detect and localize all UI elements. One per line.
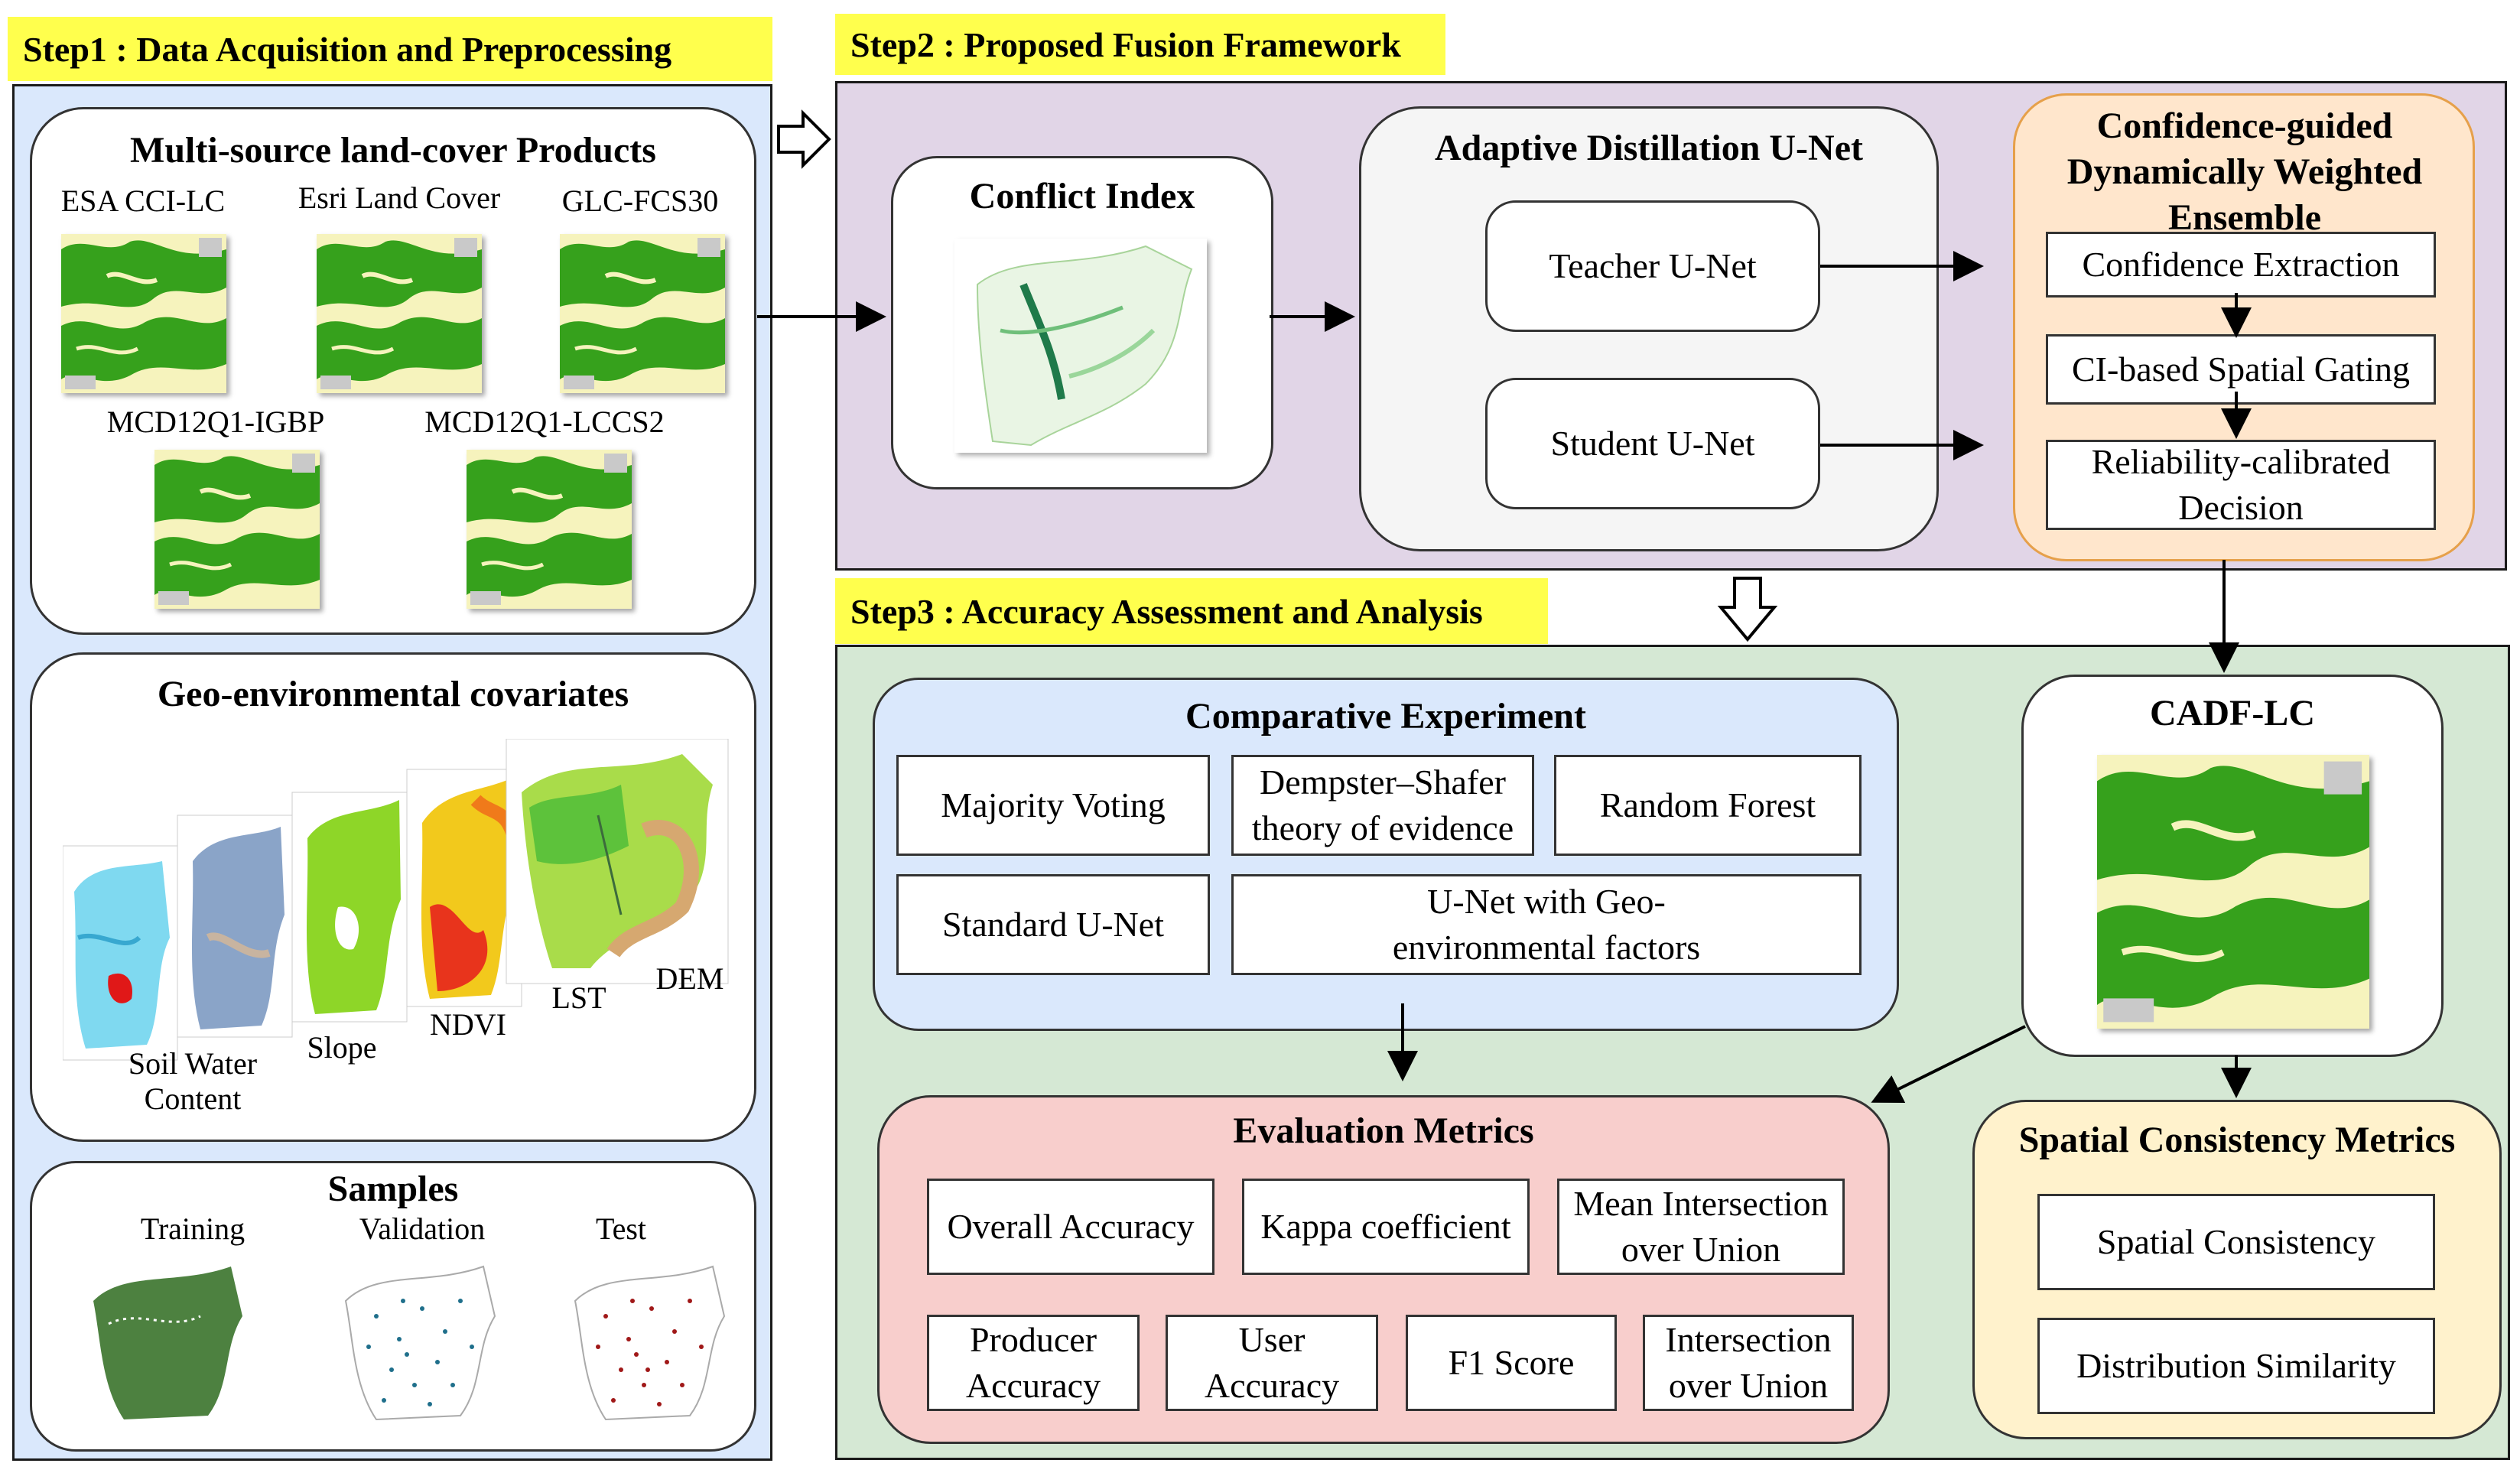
step2-panel: Conflict Index Adaptive Distillation U-N… [835,81,2507,571]
spatial-card: Spatial Consistency Metrics Spatial Cons… [1972,1100,2502,1439]
spatial-title: Spatial Consistency Metrics [2018,1120,2456,1160]
products-title: Multi-source land-cover Products [130,130,656,171]
conflict-index-map [954,239,1207,453]
cadf-lc-map [2097,755,2369,1029]
teacher-unet-box: Teacher U-Net [1485,200,1820,332]
ensemble-title: Confidence-guided Dynamically Weighted E… [2066,106,2423,238]
product-label: GLC-FCS30 [561,184,719,218]
training-sample-map [78,1255,254,1431]
cadf-lc-title: CADF-LC [2150,693,2315,733]
step3-label: Step3 : Accuracy Assessment and Analysis [835,578,1548,644]
reliability-decision-box: Reliability-calibrated Decision [2046,440,2436,530]
esa-map-thumbnail [61,234,226,393]
evaluation-card: Evaluation Metrics Overall Accuracy Kapp… [877,1095,1890,1444]
validation-sample-map [330,1255,506,1431]
sample-label-training: Training [140,1211,245,1246]
method-standard-unet: Standard U-Net [896,874,1210,975]
sample-label-test: Test [595,1211,647,1246]
lccs2-map-thumbnail [467,450,632,609]
comparative-card: Comparative Experiment Majority Voting D… [873,678,1899,1031]
covariate-layers-graphic [63,739,729,1061]
covariates-card: Geo-environmental covariates [30,652,756,1142]
product-label: MCD12Q1-LCCS2 [424,405,665,439]
method-majority-voting: Majority Voting [896,755,1210,856]
esri-map-thumbnail [317,234,482,393]
product-label: ESA CCI-LC [60,184,226,218]
method-dempster-shafer: Dempster–Shafer theory of evidence [1231,755,1534,856]
step1-label: Step1 : Data Acquisition and Preprocessi… [8,17,772,81]
covariate-label-dem: DEM [655,961,724,996]
covariate-label-ndvi: NDVI [430,1007,506,1042]
metric-kappa: Kappa coefficient [1242,1179,1530,1275]
metric-producer-accuracy: Producer Accuracy [927,1315,1140,1411]
comparative-title: Comparative Experiment [1185,696,1586,736]
sample-label-validation: Validation [359,1211,486,1246]
method-random-forest: Random Forest [1554,755,1862,856]
metric-user-accuracy: User Accuracy [1166,1315,1378,1411]
metric-f1-score: F1 Score [1406,1315,1617,1411]
adun-title: Adaptive Distillation U-Net [1435,128,1863,168]
test-sample-map [560,1255,736,1431]
step1-panel: Multi-source land-cover Products ESA CCI… [12,84,772,1461]
covariate-label-slope: Slope [307,1030,377,1065]
metric-iou: Intersection over Union [1643,1315,1854,1411]
products-card: Multi-source land-cover Products ESA CCI… [30,107,756,635]
metric-miou: Mean Intersection over Union [1557,1179,1845,1275]
covariate-label-lst: LST [551,980,606,1015]
conflict-index-title: Conflict Index [969,176,1195,216]
product-label: Esri Land Cover [298,180,501,215]
metric-distribution-similarity: Distribution Similarity [2037,1318,2435,1414]
evaluation-title: Evaluation Metrics [1233,1110,1534,1151]
ensemble-card: Confidence-guided Dynamically Weighted E… [2013,93,2475,561]
step3-panel: Comparative Experiment Majority Voting D… [835,645,2510,1460]
metric-spatial-consistency: Spatial Consistency [2037,1194,2435,1290]
covariate-label-soil: Soil Water Content [128,1046,258,1116]
conflict-index-card: Conflict Index [891,156,1273,489]
metric-overall-accuracy: Overall Accuracy [927,1179,1214,1275]
step2-label: Step2 : Proposed Fusion Framework [835,14,1445,75]
spatial-gating-box: CI-based Spatial Gating [2046,334,2436,405]
cadf-lc-card: CADF-LC [2021,675,2444,1057]
samples-card: Samples Training Validation Test [30,1161,756,1452]
covariates-title: Geo-environmental covariates [157,674,629,714]
student-unet-box: Student U-Net [1485,378,1820,509]
adun-card: Adaptive Distillation U-Net Teacher U-Ne… [1359,106,1939,551]
confidence-extraction-box: Confidence Extraction [2046,232,2436,298]
glc-map-thumbnail [560,234,725,393]
samples-title: Samples [327,1169,459,1209]
product-label: MCD12Q1-IGBP [106,405,325,439]
method-unet-geo: U-Net with Geo-environmental factors [1231,874,1862,975]
igbp-map-thumbnail [154,450,320,609]
